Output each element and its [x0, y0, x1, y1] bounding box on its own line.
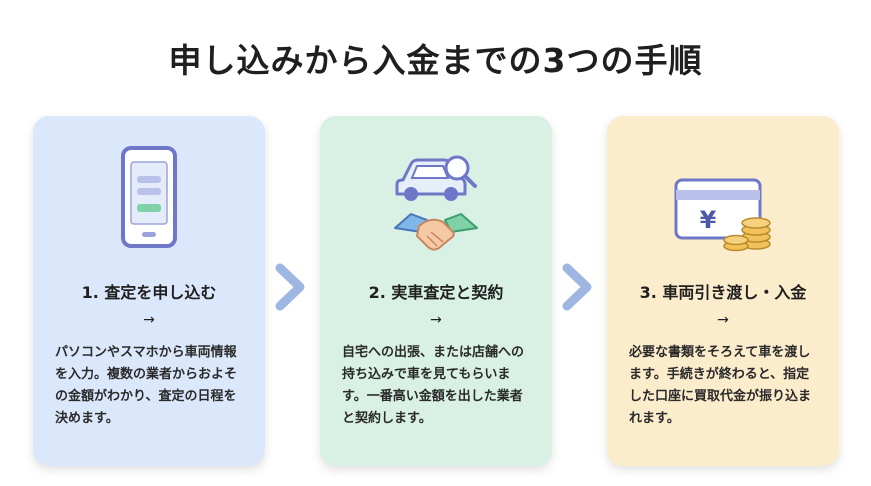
arrow-glyph: → — [717, 312, 729, 328]
chevron-right-icon — [275, 263, 305, 311]
step-title: 2. 実車査定と契約 — [368, 283, 504, 302]
step-card-2: 2. 実車査定と契約 → 自宅への出張、または店舗への持ち込みで車を見てもらいま… — [320, 116, 552, 466]
step-description: 自宅への出張、または店舗への持ち込みで車を見てもらいます。一番高い金額を出した業… — [342, 345, 525, 426]
step-card-1: 1. 査定を申し込む → パソコンやスマホから車両情報を入力。複数の業者からおよ… — [33, 116, 265, 466]
step-description: パソコンやスマホから車両情報を入力。複数の業者からおよその金額がわかり、査定の日… — [55, 345, 238, 426]
page-title: 申し込みから入金までの3つの手順 — [168, 41, 703, 80]
step-description: 必要な書類をそろえて車を渡します。手続きが終わると、指定した口座に買取代金が振り… — [629, 345, 812, 426]
svg-text:¥: ¥ — [700, 206, 717, 234]
arrow-glyph: → — [143, 312, 155, 328]
chevron-right-icon — [562, 263, 592, 311]
car-inspection-handshake-icon — [320, 136, 552, 266]
smartphone-icon — [33, 136, 265, 266]
step-card-3: ¥ 3. 車両引き渡し・入金 → 必要な書類をそろえて車を渡します。手続きが終わ… — [607, 116, 839, 466]
step-title: 1. 査定を申し込む — [81, 283, 217, 302]
arrow-glyph: → — [430, 312, 442, 328]
step-title: 3. 車両引き渡し・入金 — [639, 283, 807, 302]
yen-card-coins-icon: ¥ — [607, 136, 839, 266]
